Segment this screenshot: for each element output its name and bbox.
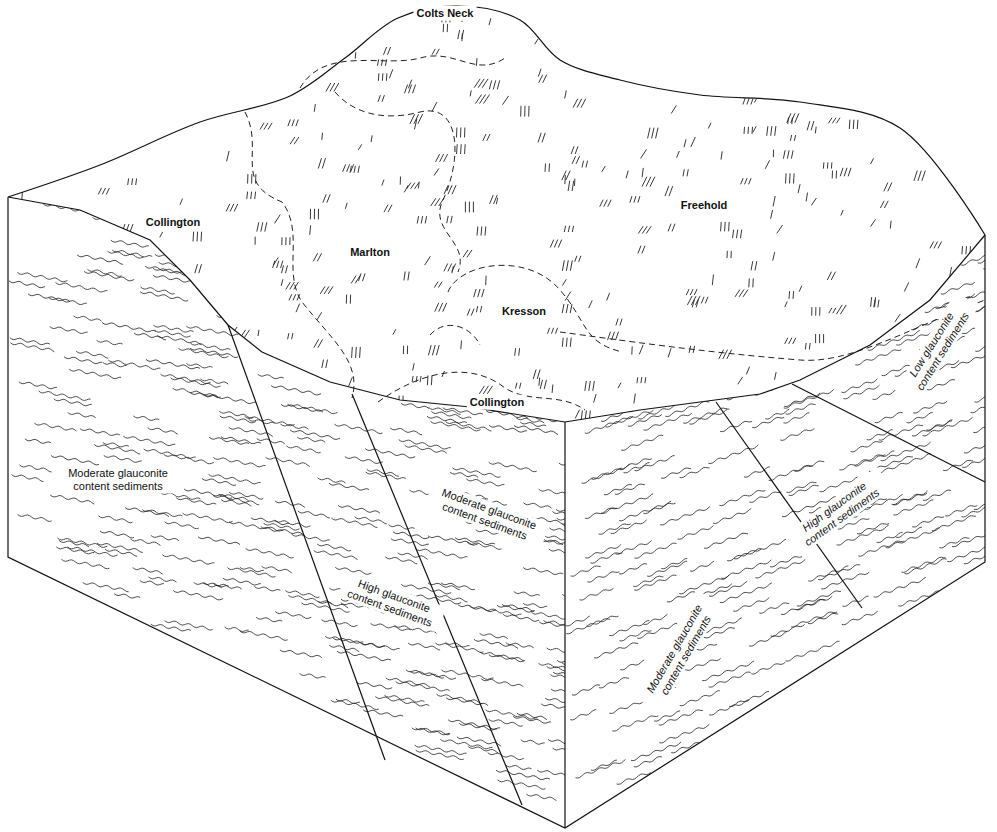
soil-series-name: Colts Neck [414, 6, 477, 21]
soil-series-name: Marlton [347, 245, 393, 260]
sediment-label: High glauconite content sediments [783, 467, 893, 557]
block-edges [8, 197, 985, 828]
surface-outline [8, 6, 985, 422]
sediment-label: High glauconite content sediments [338, 571, 447, 633]
soil-boundary [378, 372, 585, 410]
block-outline [8, 6, 985, 828]
soil-series-name: Freehold [678, 198, 730, 213]
soil-series-name: Collington [143, 215, 203, 230]
sediment-label: Moderate glauconite content sediments [637, 591, 723, 712]
left-face-strata [9, 204, 608, 801]
soil-boundary [430, 325, 480, 345]
soil-series-name: Kresson [499, 304, 549, 319]
soil-boundaries [245, 56, 985, 410]
soil-boundary [448, 265, 622, 352]
sediment-label: Moderate glauconite content sediments [424, 481, 550, 549]
soil-boundary [245, 112, 354, 398]
strata-lines [9, 204, 608, 801]
layer-boundary [228, 325, 385, 760]
sediment-label: Low glauconite content sediments [895, 292, 980, 405]
block-corner [564, 422, 565, 828]
layer-boundary [792, 384, 985, 482]
soil-series-name: Collington [467, 395, 527, 410]
sediment-label: Moderate glauconite content sediments [56, 466, 180, 493]
soil-boundary [300, 56, 505, 88]
texture-marks [9, 14, 997, 801]
right-face-strata [566, 248, 997, 784]
soil-boundary [335, 92, 460, 272]
strata-lines [566, 248, 997, 784]
